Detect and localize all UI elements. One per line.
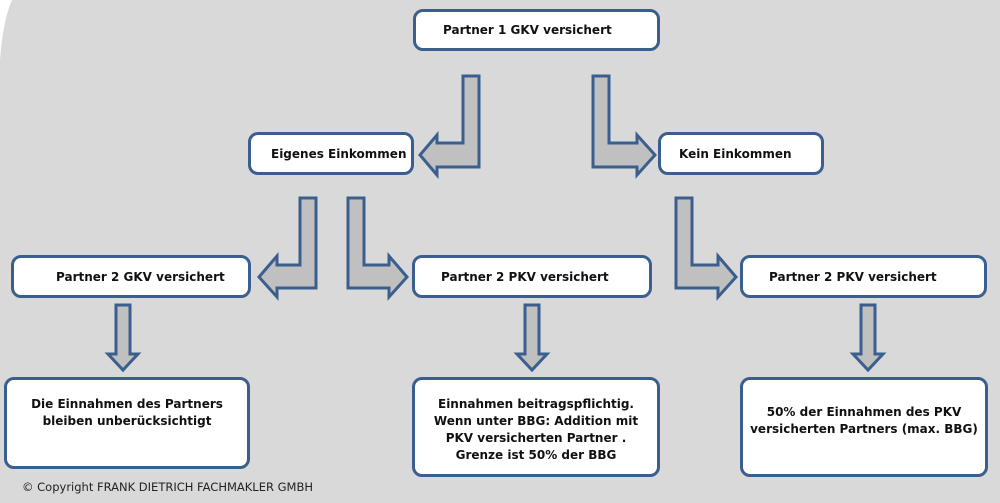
result-partner2-pkv-own-income: Einnahmen beitragspflichtig. Wenn unter … <box>412 377 660 477</box>
node-partner2-gkv: Partner 2 GKV versichert <box>11 255 251 298</box>
node-label: Partner 2 GKV versichert <box>56 269 225 284</box>
result-partner2-gkv: Die Einnahmen des Partners bleiben unber… <box>4 377 250 469</box>
arrow-no-income-to-p2-pkv-b <box>674 196 738 301</box>
node-label: Partner 2 PKV versichert <box>441 269 609 284</box>
result-line: bleiben unberücksichtigt <box>42 414 212 428</box>
node-label: Partner 1 GKV versichert <box>443 23 612 37</box>
node-partner2-pkv-no-income: Partner 2 PKV versichert <box>740 255 987 298</box>
node-partner2-pkv-own-income: Partner 2 PKV versichert <box>412 255 652 298</box>
copyright-notice: © Copyright FRANK DIETRICH FACHMAKLER GM… <box>22 480 313 494</box>
node-partner1-gkv: Partner 1 GKV versichert <box>413 9 660 51</box>
result-line: Einnahmen beitragspflichtig. <box>438 397 634 411</box>
result-line: Wenn unter BBG: Addition mit <box>433 414 639 428</box>
node-no-income: Kein Einkommen <box>658 132 824 175</box>
node-label: Kein Einkommen <box>679 146 792 161</box>
result-partner2-pkv-no-income: 50% der Einnahmen des PKV versicherten P… <box>740 377 988 477</box>
arrow-p2-gkv-to-result <box>104 303 142 373</box>
node-own-income: Eigenes Einkommen <box>248 132 414 175</box>
arrow-root-to-own-income <box>418 74 481 180</box>
node-label: Eigenes Einkommen <box>271 146 407 161</box>
result-line: 50% der Einnahmen des PKV <box>766 405 962 419</box>
arrow-p2-pkv-a-to-result <box>513 303 551 373</box>
result-line: PKV versicherten Partner . <box>445 431 627 445</box>
arrow-own-income-to-p2-gkv <box>257 196 318 301</box>
result-line: versicherten Partners (max. BBG) <box>750 422 978 436</box>
result-line: Grenze ist 50% der BBG <box>455 448 617 462</box>
node-label: Partner 2 PKV versichert <box>769 269 937 284</box>
arrow-root-to-no-income <box>591 74 658 179</box>
arrow-own-income-to-p2-pkv-a <box>346 196 409 301</box>
arrow-p2-pkv-b-to-result <box>849 303 887 373</box>
result-line: Die Einnahmen des Partners <box>31 397 223 411</box>
